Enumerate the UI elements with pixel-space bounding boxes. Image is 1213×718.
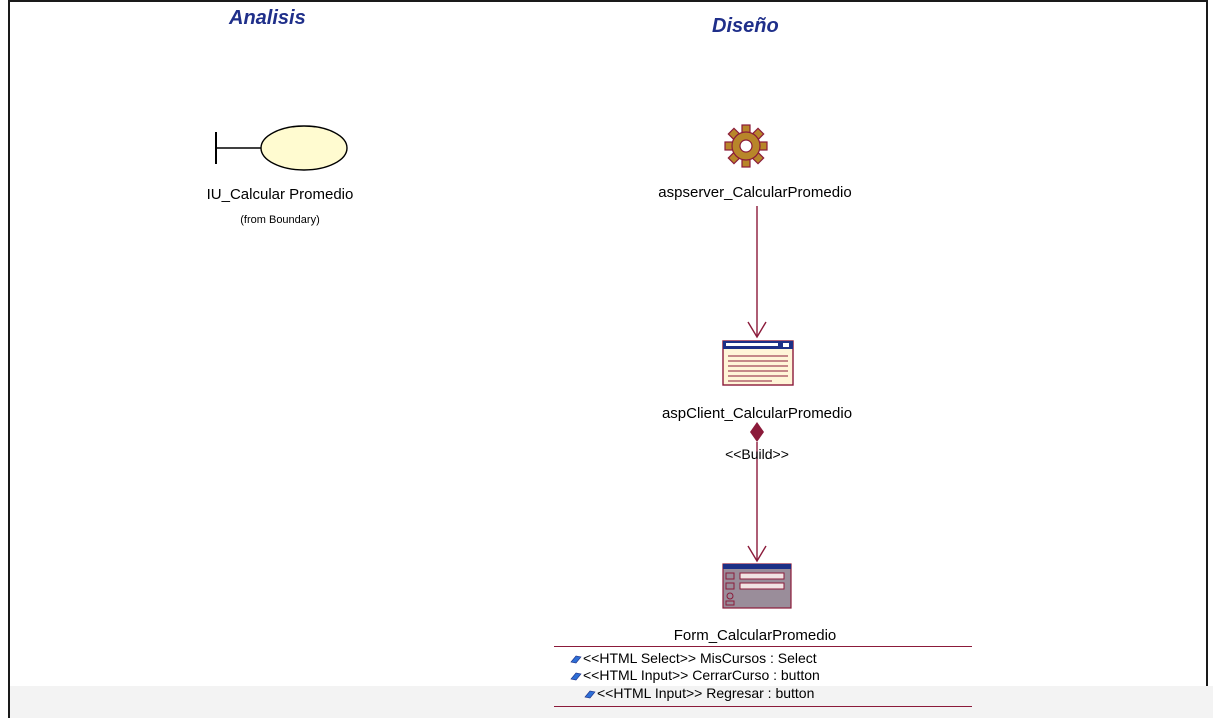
boundary-name[interactable]: IU_Calcular Promedio xyxy=(206,186,354,203)
build-arrowhead xyxy=(747,545,767,563)
frame-right-border xyxy=(1206,0,1208,686)
boundary-icon[interactable] xyxy=(214,124,352,180)
form-attribute-row[interactable]: <<HTML Select>> MisCursos : Select xyxy=(570,650,817,666)
attribute-text: <<HTML Select>> MisCursos : Select xyxy=(583,650,817,666)
attr-compartment-top xyxy=(554,646,972,647)
server-page-name[interactable]: aspserver_CalcularPromedio xyxy=(658,184,852,201)
server-to-client-arrowhead xyxy=(747,321,767,339)
attr-compartment-bottom xyxy=(554,706,972,707)
form-attribute-row[interactable]: <<HTML Input>> CerrarCurso : button xyxy=(570,667,820,683)
html-form-icon[interactable] xyxy=(722,563,792,609)
form-attribute-row[interactable]: <<HTML Input>> Regresar : button xyxy=(584,685,814,701)
bottom-band xyxy=(10,686,1213,718)
client-page-icon[interactable] xyxy=(722,340,794,386)
analysis-header: Analisis xyxy=(229,7,306,29)
server-page-gear-icon[interactable] xyxy=(724,124,768,168)
design-header: Diseño xyxy=(712,15,779,37)
frame-left-border xyxy=(8,0,10,718)
attribute-icon xyxy=(570,672,582,681)
composition-diamond xyxy=(750,422,764,442)
boundary-origin: (from Boundary) xyxy=(240,214,320,226)
attribute-icon xyxy=(584,690,596,699)
attribute-text: <<HTML Input>> Regresar : button xyxy=(597,685,815,701)
build-stereotype: <<Build>> xyxy=(725,446,789,462)
frame-top-border xyxy=(8,0,1208,2)
form-name[interactable]: Form_CalcularPromedio xyxy=(673,627,837,644)
attribute-icon xyxy=(570,655,582,664)
attribute-text: <<HTML Input>> CerrarCurso : button xyxy=(583,667,820,683)
client-page-name[interactable]: aspClient_CalcularPromedio xyxy=(661,405,853,422)
